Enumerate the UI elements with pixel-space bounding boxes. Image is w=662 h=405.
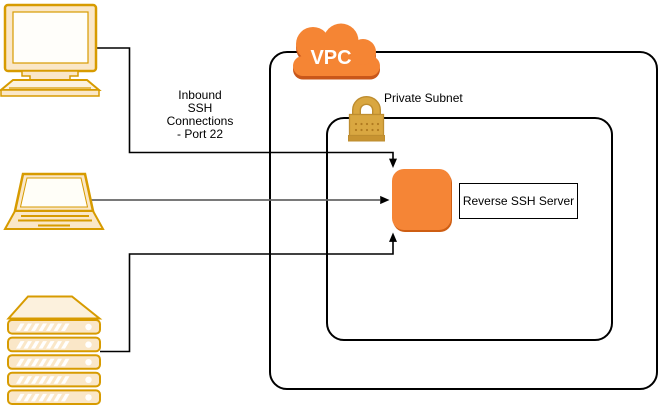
reverse-ssh-server-box: Reverse SSH Server bbox=[459, 183, 578, 219]
vpc-boundary-box bbox=[269, 51, 658, 390]
laptop-icon bbox=[3, 172, 105, 230]
server-slab bbox=[7, 371, 101, 388]
server-stack-icon bbox=[6, 295, 103, 405]
inbound-label-line: Inbound bbox=[178, 88, 222, 102]
server-slab bbox=[7, 336, 101, 353]
server-slab bbox=[7, 389, 101, 405]
private-subnet-boundary-box bbox=[326, 117, 613, 341]
server-slab bbox=[7, 319, 101, 335]
desktop-computer-icon bbox=[0, 3, 102, 97]
private-subnet-label: Private Subnet bbox=[384, 91, 463, 105]
inbound-label-line: Connections bbox=[166, 114, 234, 128]
inbound-ssh-connections-label: Inbound SSH Connections - Port 22 bbox=[150, 89, 250, 141]
reverse-ssh-server-label: Reverse SSH Server bbox=[462, 194, 575, 208]
inbound-label-line: SSH bbox=[187, 101, 213, 115]
server-slab bbox=[7, 354, 101, 370]
inbound-label-line: - Port 22 bbox=[176, 127, 224, 141]
